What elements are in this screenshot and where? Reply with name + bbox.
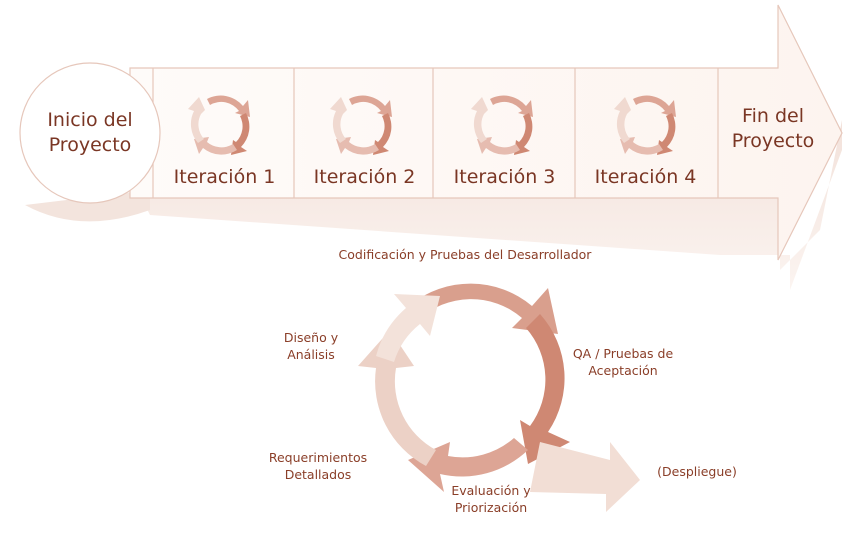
end-label-line-1: Fin del bbox=[742, 105, 804, 127]
iteration-3-cycle-icon bbox=[471, 95, 533, 155]
cycle-segment-coding bbox=[410, 283, 558, 334]
cycle-segment-evaluation bbox=[408, 438, 528, 492]
cycle-label-design-line-2: Análisis bbox=[287, 347, 335, 362]
cycle-segment-qa bbox=[520, 314, 570, 464]
cycle-label-design: Diseño y Análisis bbox=[266, 329, 356, 363]
iteration-2-cycle-icon bbox=[330, 95, 392, 155]
deploy-label: (Despliegue) bbox=[657, 464, 737, 479]
development-cycle bbox=[358, 283, 640, 512]
start-label-line-2: Proyecto bbox=[48, 134, 132, 156]
cycle-label-evaluation: Evaluación y Priorización bbox=[436, 482, 546, 516]
cycle-label-design-line-1: Diseño y bbox=[283, 330, 339, 345]
iteration-4-cycle-icon bbox=[614, 95, 676, 155]
cycle-segment-requirements bbox=[358, 330, 436, 466]
iteration-3-label: Iteración 3 bbox=[453, 166, 556, 188]
cycle-label-requirements-line-1: Requerimientos bbox=[268, 450, 368, 465]
cycle-label-requirements-line-2: Detallados bbox=[284, 467, 352, 482]
cycle-segment-design bbox=[376, 294, 440, 362]
cycle-label-evaluation-line-1: Evaluación y bbox=[451, 483, 531, 498]
cycle-label-coding: Codificación y Pruebas del Desarrollador bbox=[338, 247, 592, 262]
iteration-1-cycle-icon bbox=[188, 95, 250, 155]
timeline-arrow-shadow bbox=[25, 120, 842, 290]
iteration-4-label: Iteración 4 bbox=[594, 166, 697, 188]
end-label: Fin del Proyecto bbox=[718, 104, 828, 154]
cycle-label-qa: QA / Pruebas de Aceptación bbox=[558, 345, 688, 379]
cycle-label-evaluation-line-2: Priorización bbox=[454, 500, 528, 515]
deploy-arrow bbox=[530, 442, 640, 512]
start-circle bbox=[19, 62, 161, 204]
end-label-line-2: Proyecto bbox=[731, 130, 815, 152]
iteration-2-label: Iteración 2 bbox=[313, 166, 416, 188]
cycle-label-qa-line-1: QA / Pruebas de bbox=[572, 346, 674, 361]
start-label-line-1: Inicio del bbox=[47, 109, 133, 131]
start-label: Inicio del Proyecto bbox=[28, 108, 152, 158]
iteration-1-label: Iteración 1 bbox=[173, 166, 276, 188]
cycle-label-qa-line-2: Aceptación bbox=[588, 363, 658, 378]
cycle-label-requirements: Requerimientos Detallados bbox=[258, 449, 378, 483]
